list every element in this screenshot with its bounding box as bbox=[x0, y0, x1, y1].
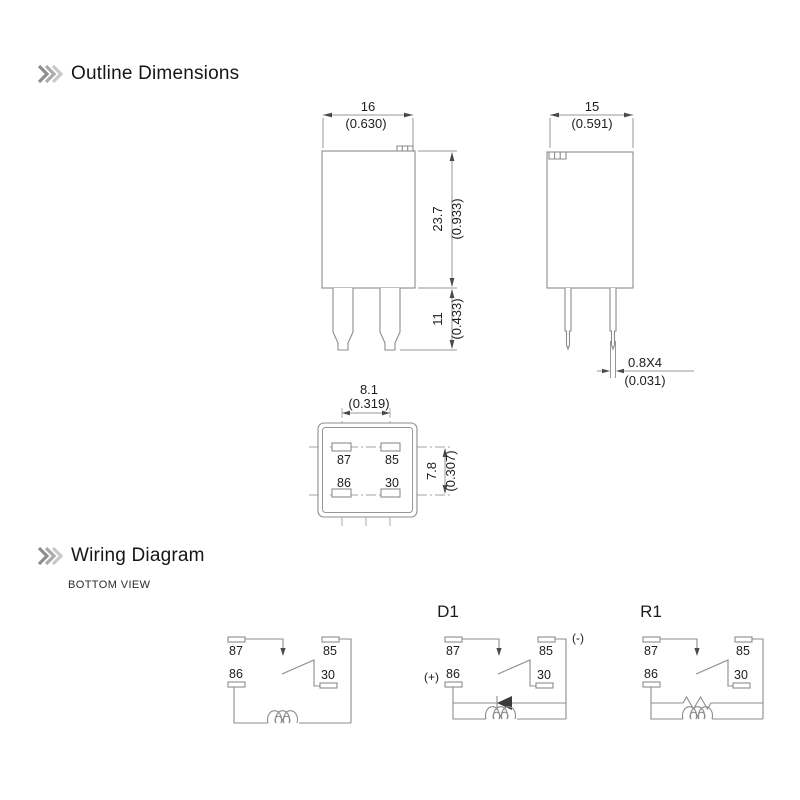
pitch-v-in: (0.307) bbox=[443, 450, 458, 491]
front-width-in: (0.630) bbox=[345, 116, 386, 131]
front-pin-mm: 11 bbox=[430, 312, 445, 326]
pitch-h-mm: 8.1 bbox=[360, 382, 378, 397]
contact-blade bbox=[497, 659, 536, 687]
front-width-mm: 16 bbox=[361, 99, 375, 114]
terminal-dim-in: (0.031) bbox=[624, 373, 665, 388]
pitch-v-mm: 7.8 bbox=[424, 462, 439, 480]
front-pin-in: (0.433) bbox=[449, 298, 464, 339]
pad-label-86: 86 bbox=[337, 476, 351, 490]
case-outline-inner bbox=[322, 427, 413, 513]
sch1-pin85-label: 85 bbox=[323, 644, 337, 658]
sch-d1-title: D1 bbox=[437, 602, 459, 621]
vent-notches bbox=[396, 145, 414, 151]
contact-blade bbox=[695, 659, 733, 687]
wiring-section-header: Wiring Diagram bbox=[36, 545, 205, 567]
triple-chevron-icon bbox=[37, 546, 64, 566]
pin-pad-86 bbox=[331, 488, 352, 498]
relay-body-side bbox=[546, 151, 634, 289]
r1-pin30-label: 30 bbox=[734, 668, 748, 682]
r1-pin86-label: 86 bbox=[644, 667, 658, 681]
d1-minus-label: (-) bbox=[572, 631, 584, 645]
side-width-in: (0.591) bbox=[571, 116, 612, 131]
pitch-h-in: (0.319) bbox=[348, 396, 389, 411]
bottom-view-label: BOTTOM VIEW bbox=[68, 579, 151, 591]
case-outline-outer bbox=[317, 422, 418, 518]
thin-pin bbox=[564, 288, 572, 351]
coil-symbol bbox=[267, 710, 298, 724]
pin-pad-30 bbox=[380, 488, 401, 498]
front-height-in: (0.933) bbox=[449, 198, 464, 239]
schematic-r1: R1 87 85 30 86 bbox=[640, 602, 764, 720]
schematic-standard: 87 85 30 86 bbox=[227, 636, 352, 724]
outline-section-header: Outline Dimensions bbox=[36, 63, 239, 85]
pin-pad-87 bbox=[331, 442, 352, 452]
relay-body-front bbox=[321, 150, 416, 289]
vent-notches bbox=[548, 152, 567, 160]
sch1-pin30-label: 30 bbox=[321, 668, 335, 682]
sch1-pin86-label: 86 bbox=[229, 667, 243, 681]
d1-pin87-label: 87 bbox=[446, 644, 460, 658]
front-height-mm: 23.7 bbox=[430, 206, 445, 231]
pad-label-87: 87 bbox=[337, 453, 351, 467]
pad-label-85: 85 bbox=[385, 453, 399, 467]
blade-pin bbox=[379, 288, 401, 351]
bottom-view-drawing: 8.1 (0.319) 87 85 bbox=[309, 382, 458, 528]
d1-plus-label: (+) bbox=[424, 670, 439, 684]
outline-section-title: Outline Dimensions bbox=[71, 63, 240, 84]
coil-symbol bbox=[682, 706, 713, 720]
side-width-mm: 15 bbox=[585, 99, 599, 114]
pad-label-30: 30 bbox=[385, 476, 399, 490]
resistor-symbol bbox=[651, 695, 763, 711]
r1-pin87-label: 87 bbox=[644, 644, 658, 658]
triple-chevron-icon bbox=[37, 64, 64, 84]
d1-pin85-label: 85 bbox=[539, 644, 553, 658]
schematic-d1: D1 87 85 (-) 30 (+) 86 bbox=[424, 602, 584, 720]
coil-symbol bbox=[485, 706, 516, 720]
thin-pin bbox=[609, 288, 617, 351]
side-view-drawing: 15 (0.591) 0.8X4 (0.031) bbox=[546, 99, 694, 388]
front-view-drawing: 16 (0.630) 23.7 (0.933) 11 (0.433) bbox=[321, 99, 464, 351]
wiring-section-title: Wiring Diagram bbox=[71, 545, 205, 566]
contact-blade bbox=[281, 659, 320, 687]
sch-r1-title: R1 bbox=[640, 602, 662, 621]
blade-pin bbox=[332, 288, 354, 351]
pin-pad-85 bbox=[380, 442, 401, 452]
sch1-pin87-label: 87 bbox=[229, 644, 243, 658]
terminal-dim-mm: 0.8X4 bbox=[628, 355, 662, 370]
d1-pin86-label: 86 bbox=[446, 667, 460, 681]
d1-pin30-label: 30 bbox=[537, 668, 551, 682]
r1-pin85-label: 85 bbox=[736, 644, 750, 658]
